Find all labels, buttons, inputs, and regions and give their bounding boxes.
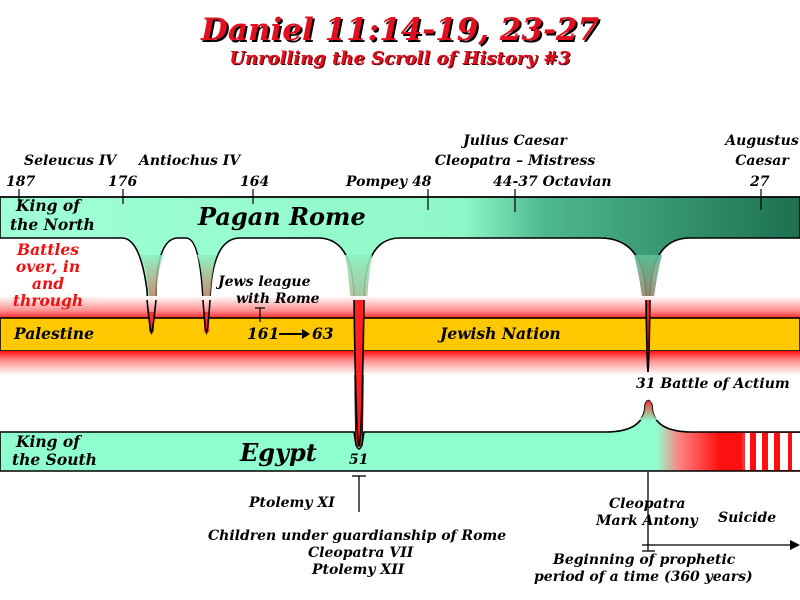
label-augustus: Augustus: [725, 133, 799, 149]
battles-line2: over, in: [15, 257, 81, 276]
king-north-line1: King of: [16, 196, 80, 215]
jews-league-line1: Jews league: [218, 274, 311, 290]
ptolemy-xi-label: Ptolemy XI: [249, 495, 335, 511]
suicide-label: Suicide: [718, 510, 777, 526]
label-octavian: 44-37 Octavian: [493, 174, 612, 190]
prophetic-line1: Beginning of prophetic: [553, 552, 736, 568]
year-51: 51: [349, 452, 369, 468]
year-187: 187: [6, 174, 36, 190]
pagan-rome-label: Pagan Rome: [198, 202, 366, 231]
year-164: 164: [240, 174, 270, 190]
egypt-label: Egypt: [240, 438, 317, 467]
king-south-line1: King of: [16, 432, 80, 451]
label-seleucus: Seleucus IV: [24, 153, 117, 169]
ptolemy-xii-label: Ptolemy XII: [312, 562, 405, 578]
battle-actium-label: 31 Battle of Actium: [636, 376, 790, 392]
battles-line4: through: [12, 291, 84, 310]
south-band: [0, 399, 800, 472]
jews-league-line2: with Rome: [236, 291, 320, 307]
king-south-line2: the South: [12, 450, 97, 469]
label-antiochus: Antiochus IV: [139, 153, 241, 169]
label-cleopatra-mistress: Cleopatra – Mistress: [434, 153, 596, 169]
prophecy-arrowhead: [790, 540, 800, 550]
prophecy-marker: [642, 472, 790, 552]
label-caesar: Caesar: [735, 153, 789, 169]
label-julius-caesar: Julius Caesar: [463, 133, 567, 149]
ptolemy-marker: [352, 475, 366, 512]
king-north-line2: the North: [10, 215, 95, 234]
year-ticks: [18, 189, 762, 212]
jewish-nation-label: Jewish Nation: [440, 324, 561, 343]
prophetic-line2: period of a time (360 years): [534, 569, 753, 585]
year-27: 27: [750, 174, 770, 190]
battles-line3: and: [31, 274, 65, 293]
page-subtitle: Unrolling the Scroll of History #3: [229, 48, 571, 69]
year-176: 176: [108, 174, 138, 190]
cleopatra-vii-label: Cleopatra VII: [308, 545, 414, 561]
label-pompey-48: Pompey 48: [346, 174, 432, 190]
range-end: 63: [312, 324, 334, 343]
palestine-band: [0, 296, 800, 448]
cleopatra-label: Cleopatra: [609, 496, 686, 512]
children-guardianship-label: Children under guardianship of Rome: [208, 528, 507, 544]
page-title: Daniel 11:14-19, 23-27: [200, 12, 600, 48]
range-start: 161: [247, 324, 280, 343]
battles-line1: Battles: [17, 240, 79, 259]
jews-league-marker: [255, 307, 265, 322]
range-arrow: [279, 329, 310, 339]
mark-antony-label: Mark Antony: [596, 513, 698, 529]
palestine-label: Palestine: [14, 324, 94, 343]
